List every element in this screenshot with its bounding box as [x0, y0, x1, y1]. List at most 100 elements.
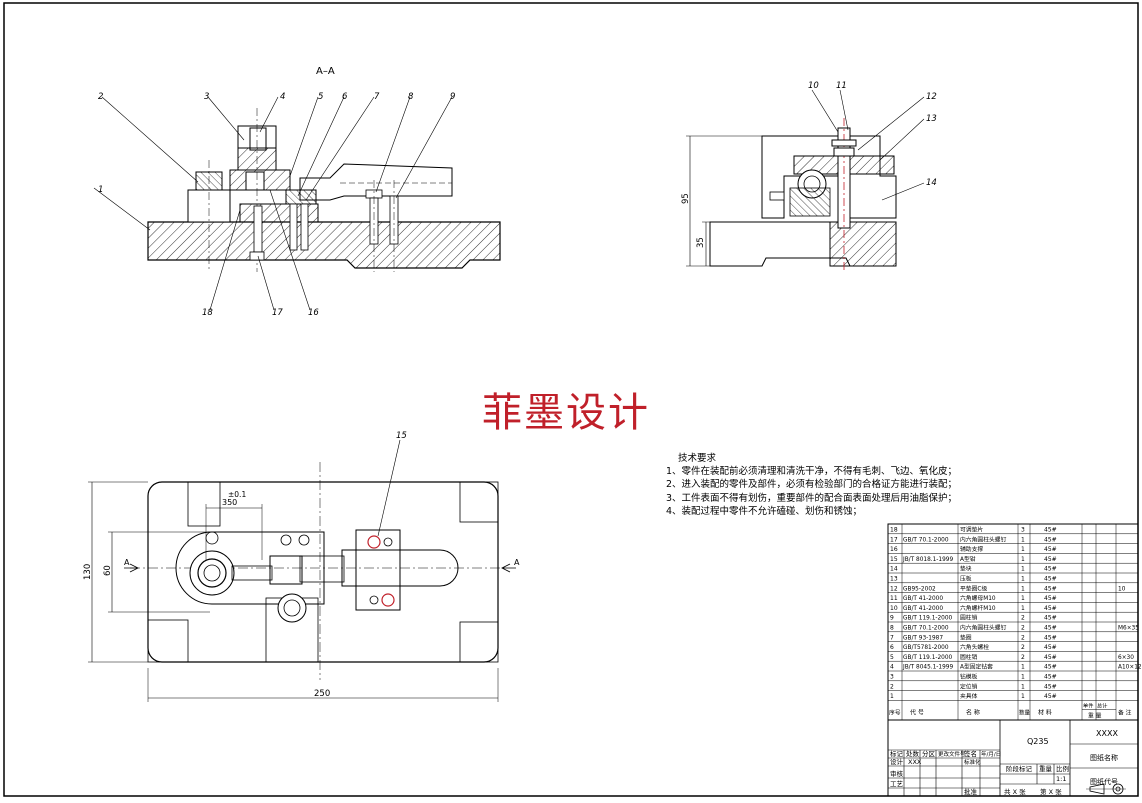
section-arrow-left: A	[124, 558, 130, 567]
bom-row-qty: 1	[1021, 576, 1025, 583]
tb-date: 年/月/日	[981, 750, 1001, 758]
material-label: Q235	[1027, 737, 1049, 746]
callout-18: 18	[202, 308, 213, 318]
bom-row-material: 45#	[1044, 595, 1057, 602]
dim-60: 60	[103, 565, 113, 576]
dim-130: 130	[83, 564, 93, 580]
bom-row-qty: 1	[1021, 585, 1025, 592]
tb-standardize: 标准化	[964, 758, 981, 766]
tech-req-item: 2、进入装配的零件及部件，必须有检验部门的合格证方能进行装配；	[666, 479, 958, 491]
bom-row-qty: 1	[1021, 674, 1025, 681]
bom-row-no: 7	[890, 634, 894, 641]
bom-row-note: M6×35	[1118, 626, 1139, 632]
bom-header-material: 材 料	[1038, 708, 1052, 716]
bom-row-no: 6	[890, 644, 894, 651]
section-arrow-right: A	[514, 558, 520, 567]
bom-row-code: GB/T5781-2000	[903, 645, 949, 651]
bom-header-qty: 数量	[1019, 708, 1031, 716]
tb-designer-name: XXX	[908, 758, 922, 766]
callout-13: 13	[926, 114, 937, 124]
bom-row-no: 8	[890, 625, 894, 632]
tb-designer-label: 设计	[890, 757, 904, 766]
callout-7: 7	[374, 92, 380, 102]
bom-row-material: 45#	[1044, 683, 1057, 690]
drawing-name: 图纸名称	[1090, 753, 1118, 762]
bom-row-qty: 1	[1021, 664, 1025, 671]
bom-row-material: 45#	[1044, 576, 1057, 583]
callout-9: 9	[450, 92, 455, 102]
drawing-code: 图纸代号	[1090, 777, 1118, 786]
tb-change: 更改文件号	[938, 750, 966, 758]
bom-row-name: 夹具体	[960, 692, 978, 700]
tb-mark: 标记	[890, 749, 904, 758]
callout-5: 5	[318, 92, 323, 102]
bom-row-code: GB/T 93-1987	[903, 635, 943, 641]
bom-row-no: 12	[890, 585, 898, 592]
bom-row-material: 45#	[1044, 566, 1057, 573]
callout-4: 4	[280, 92, 285, 102]
bom-row-material: 45#	[1044, 546, 1057, 553]
callout-3: 3	[204, 92, 209, 102]
section-view-label: A–A	[316, 66, 335, 77]
bom-row-code: GB/T 41-2000	[903, 596, 943, 602]
bom-row-name: 圆柱销	[960, 653, 978, 661]
weight-label: 重量	[1039, 765, 1053, 773]
bom-row-material: 45#	[1044, 664, 1057, 671]
bom-row-material: 45#	[1044, 615, 1057, 622]
bom-row-name: 六角头螺栓	[960, 643, 989, 651]
bom-row-qty: 1	[1021, 536, 1025, 543]
scale-label: 比例	[1056, 764, 1069, 773]
bom-row-code: GB/T 70.1-2000	[903, 537, 949, 543]
bom-row-name: 钻模板	[960, 673, 978, 681]
tb-approve: 批准	[964, 787, 978, 796]
tb-reviewer: 审核	[890, 769, 904, 778]
scale-value: 1:1	[1056, 775, 1066, 783]
bom-row-qty: 1	[1021, 546, 1025, 553]
bom-row-no: 4	[890, 664, 894, 671]
callout-16: 16	[308, 308, 319, 318]
bom-row-material: 45#	[1044, 556, 1057, 563]
bom-row-material: 45#	[1044, 625, 1057, 632]
bom-row-material: 45#	[1044, 644, 1057, 651]
bom-row-no: 10	[890, 605, 898, 612]
callout-6: 6	[342, 92, 348, 102]
bom-header-name: 名 称	[966, 708, 980, 716]
bom-row-code: GB/T 41-2000	[903, 606, 943, 612]
bom-row-qty: 2	[1021, 615, 1025, 622]
bom-row-no: 15	[890, 556, 898, 563]
bom-row-name: 六角螺杆M10	[960, 604, 996, 612]
bom-row-qty: 1	[1021, 556, 1025, 563]
bom-row-no: 1	[890, 693, 894, 700]
section-view-a-a: A–A	[93, 66, 501, 318]
bom-row-note: 10	[1118, 586, 1126, 592]
bom-row-no: 17	[890, 536, 898, 543]
bom-row-name: 可调垫片	[960, 526, 983, 534]
tech-req-title: 技术要求	[678, 453, 717, 464]
bom-row-no: 16	[890, 546, 898, 553]
bom-row-code: GB/T 119.1-2000	[903, 616, 953, 622]
tb-process: 工艺	[890, 780, 904, 788]
dim-35: 35	[696, 237, 706, 248]
bom-row-material: 45#	[1044, 654, 1057, 661]
sheet-number: 第 X 张	[1040, 787, 1062, 796]
bom-row-qty: 2	[1021, 654, 1025, 661]
bom-row-name: A型固定钻套	[960, 663, 993, 671]
projection-symbol-icon	[1086, 783, 1126, 795]
bom-row-material: 45#	[1044, 585, 1057, 592]
callout-8: 8	[408, 92, 414, 102]
bom-row-material: 45#	[1044, 674, 1057, 681]
bom-row-material: 45#	[1044, 527, 1057, 534]
bom-row-name: A型钳	[960, 555, 976, 563]
bom-row-name: 内六角圆柱头螺钉	[960, 624, 1007, 632]
bom-row-material: 45#	[1044, 634, 1057, 641]
bom-row-name: 定位销	[960, 682, 978, 690]
tech-req-item: 4、装配过程中零件不允许磕碰、划伤和锈蚀；	[666, 505, 863, 517]
bom-row-no: 9	[890, 615, 894, 622]
bom-header-note: 备 注	[1118, 708, 1132, 716]
bom-row-note: 6×30	[1118, 655, 1134, 661]
dim-95: 95	[681, 193, 691, 204]
callout-17: 17	[272, 308, 283, 318]
